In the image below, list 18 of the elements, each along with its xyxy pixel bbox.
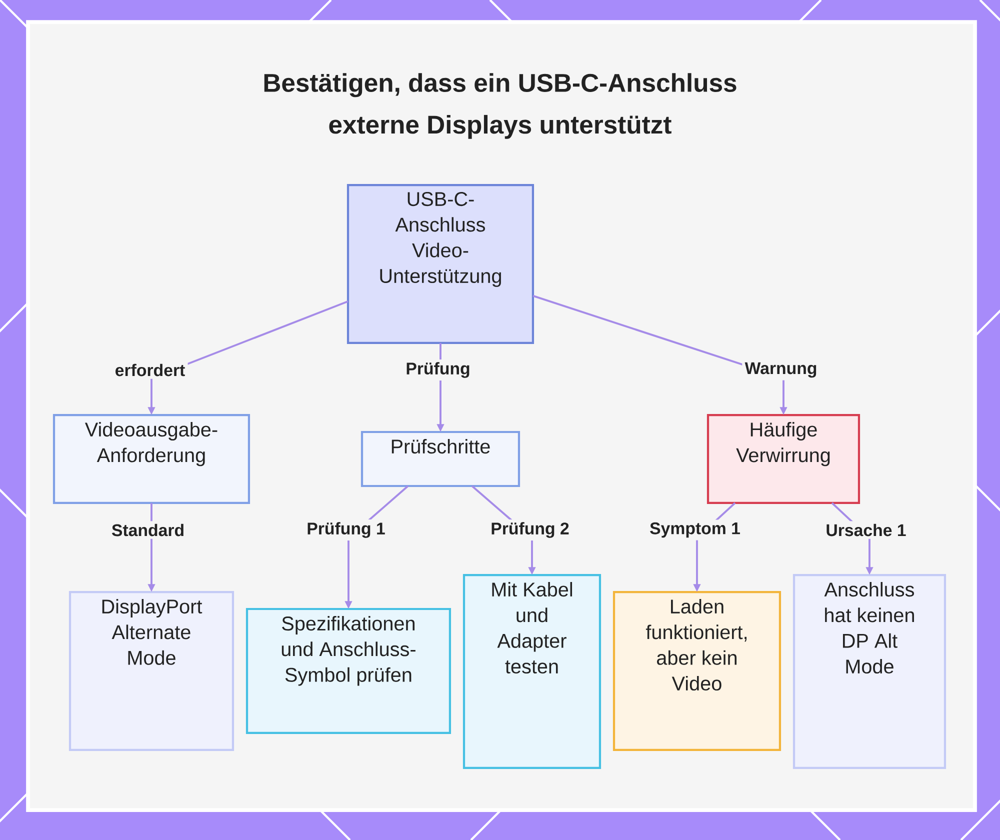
detail-box: Mit Kabel und Adapter testen <box>462 574 602 770</box>
title: Bestätigen, dass ein USB-C-Anschluss externe Displays unterstützt <box>264 73 736 139</box>
detail-box: Anschluss hat keinen DP Alt Mode <box>792 574 946 770</box>
edge-label: Prüfung 2 <box>488 519 572 541</box>
edge-label: Prüfung <box>403 359 473 381</box>
detail-box: Spezifikationen und Anschluss-Symbol prüfen <box>246 608 452 734</box>
warning-box: Häufige Verwirrung <box>706 414 860 504</box>
edge-label: Ursache 1 <box>823 521 909 539</box>
edge-label: Prüfung 1 <box>304 519 388 541</box>
category-box: Videoausgabe-Anforderung <box>52 414 250 504</box>
main-topic-box: USB-C-Anschluss Video-Unterstützung <box>346 184 534 344</box>
detail-box: DisplayPort Alternate Mode <box>68 590 234 752</box>
edge-label: erfordert <box>112 361 188 379</box>
category-box: Prüfschritte <box>360 430 520 488</box>
edge-label: Standard <box>108 521 188 539</box>
detail-box: Laden funktioniert, aber kein Video <box>612 590 782 752</box>
edge-label: Warnung <box>742 360 820 380</box>
edge-label: Symptom 1 <box>646 520 744 540</box>
